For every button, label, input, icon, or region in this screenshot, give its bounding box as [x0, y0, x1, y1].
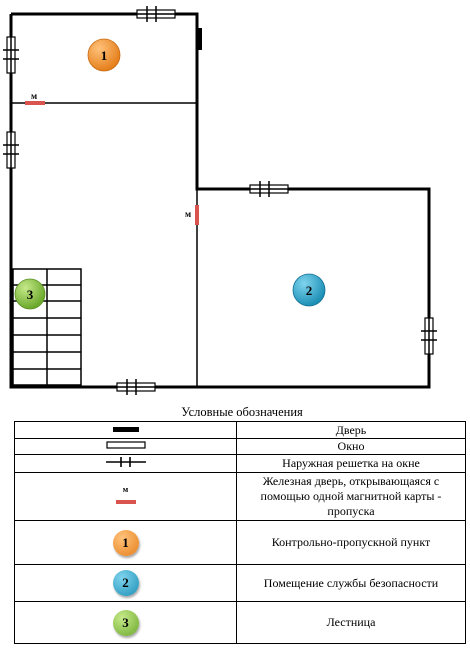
- legend-label-checkpoint: Контрольно-пропускной пункт: [236, 520, 466, 565]
- magnetic-door-room1: [25, 101, 45, 105]
- outer-walls: [9, 12, 431, 389]
- window-icon: [105, 441, 146, 449]
- legend-row-stairs: 3 Лестница: [14, 601, 466, 644]
- legend-label-security-room: Помещение службы безопасности: [236, 564, 466, 602]
- circle-1-symbol: 1: [14, 520, 237, 565]
- window-bottom: [114, 379, 158, 395]
- legend-title: Условные обозначения: [181, 405, 303, 419]
- magnetic-door-room2: [195, 205, 199, 225]
- room-1-marker: 1: [87, 38, 121, 72]
- room-3-number: 3: [27, 287, 34, 302]
- legend-table: Дверь Окно Наружная решетка на окне м Же…: [14, 421, 466, 644]
- window-top: [133, 6, 179, 22]
- legend-label-grate: Наружная решетка на окне: [236, 454, 466, 473]
- circle-2-symbol: 2: [14, 564, 237, 602]
- legend-label-window: Окно: [236, 438, 466, 455]
- door-symbol: [14, 421, 237, 439]
- legend-label-magnetic-door: Железная дверь, открывающаяся с помощью …: [236, 472, 466, 521]
- magnetic-door-icon: [115, 499, 136, 504]
- circle-2-icon: 2: [112, 570, 139, 596]
- magnetic-door-symbol: м: [14, 472, 237, 521]
- magnetic-door-room1-label: м: [31, 91, 37, 101]
- room-1-number: 1: [101, 48, 108, 63]
- legend-label-stairs: Лестница: [236, 601, 466, 644]
- exterior-door: [196, 28, 202, 50]
- grate-symbol: [14, 454, 237, 473]
- window-left-upper: [3, 34, 19, 76]
- inner-walls: [11, 102, 198, 387]
- room-2-marker: 2: [292, 273, 326, 307]
- window-symbol: [14, 438, 237, 455]
- legend-label-door: Дверь: [236, 421, 466, 439]
- magnetic-door-room2-label: м: [185, 209, 191, 219]
- floor-plan: м м 1 2 3: [3, 6, 437, 395]
- magnetic-door-symbol-label: м: [122, 484, 129, 494]
- legend-row-door: Дверь: [14, 421, 466, 439]
- legend-row-checkpoint: 1 Контрольно-пропускной пункт: [14, 520, 466, 565]
- door-icon: [112, 426, 139, 432]
- room-2-number: 2: [306, 283, 313, 298]
- room-3-marker: 3: [14, 278, 46, 310]
- legend-row-security-room: 2 Помещение службы безопасности: [14, 564, 466, 602]
- grate-icon: [105, 456, 146, 467]
- window-left-middle: [3, 129, 19, 171]
- legend-row-magnetic-door: м Железная дверь, открывающаяся с помощь…: [14, 472, 466, 521]
- window-room2-top: [247, 181, 291, 197]
- circle-3-icon: 3: [112, 609, 139, 636]
- circle-1-icon: 1: [112, 529, 139, 556]
- window-room2-right: [421, 315, 437, 357]
- legend-row-grate: Наружная решетка на окне: [14, 454, 466, 473]
- legend-row-window: Окно: [14, 438, 466, 455]
- circle-3-symbol: 3: [14, 601, 237, 644]
